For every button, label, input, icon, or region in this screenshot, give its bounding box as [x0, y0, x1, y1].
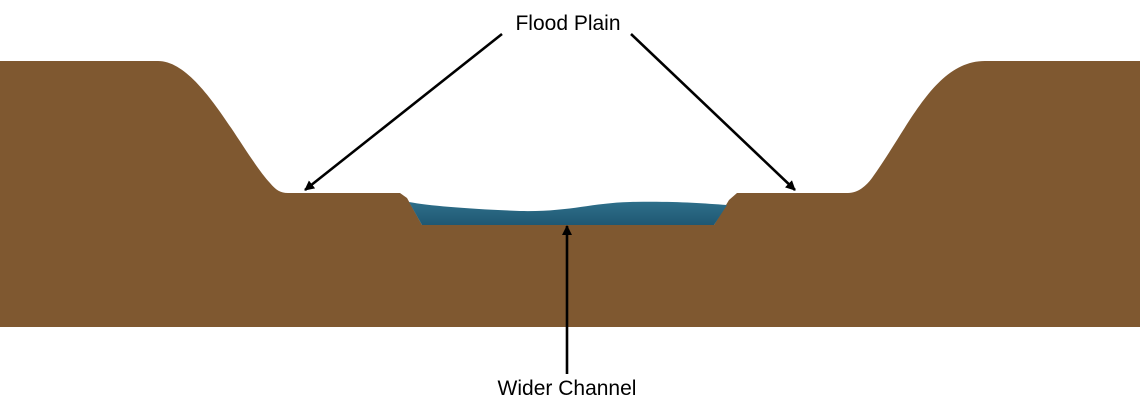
- flood-plain-left-arrow: [304, 32, 503, 192]
- channel-water: [409, 201, 727, 225]
- flood-plain-right-arrow: [630, 33, 796, 191]
- ground-terrain: [0, 61, 1140, 327]
- wider-channel-label: Wider Channel: [498, 377, 637, 400]
- flood-plain-label: Flood Plain: [515, 12, 620, 35]
